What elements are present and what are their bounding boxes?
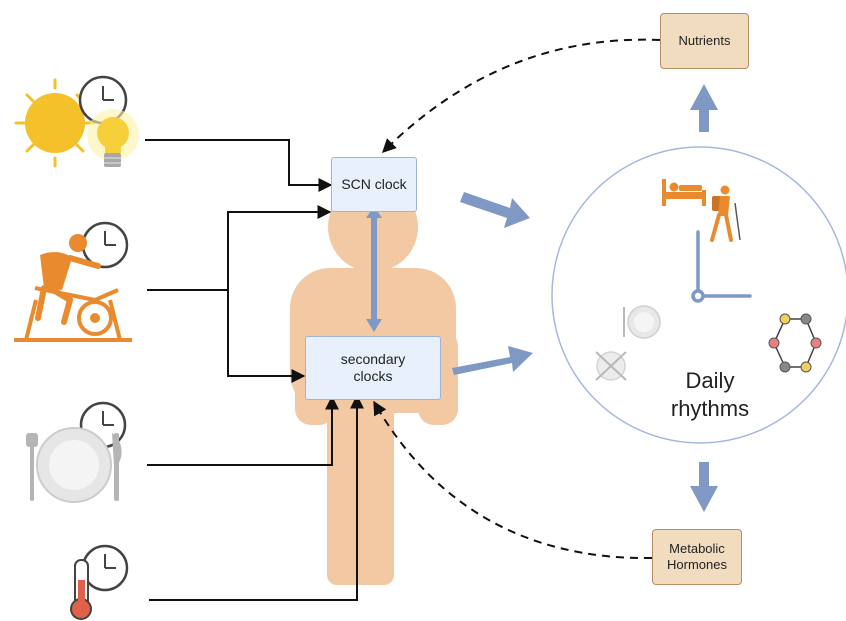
scn-clock-box: SCN clock [331, 157, 417, 212]
daily-rhythms-label: Daily rhythms [640, 367, 780, 423]
secondary-clocks-label-line1: secondary [340, 351, 406, 367]
hiker-icon [710, 185, 741, 242]
crossed-plate-icon [595, 305, 661, 381]
clock-icon [81, 221, 129, 269]
daily-rhythms-label-line1: Daily [685, 368, 735, 393]
blue-arrows [366, 84, 718, 512]
metabolic-hormones-label-line2: Hormones [667, 557, 727, 572]
nutrients-label: Nutrients [678, 33, 731, 48]
daily-rhythms-label-line2: rhythms [670, 396, 750, 421]
light-bulb-icon [87, 109, 139, 167]
nutrients-box: Nutrients [660, 13, 749, 69]
metabolic-hormones-box: Metabolic Hormones [652, 529, 742, 585]
feedback-arrows [373, 38, 661, 560]
metabolic-hormones-label-line1: Metabolic [669, 541, 725, 556]
thermometer-icon [70, 559, 92, 620]
plate-icon [36, 427, 112, 503]
input-arrows [145, 139, 364, 601]
scn-clock-label: SCN clock [341, 176, 407, 192]
secondary-clocks-box: secondary clocks [305, 336, 441, 400]
sun-icon [14, 78, 96, 168]
molecule-ring-icon [768, 313, 822, 373]
bed-icon [662, 179, 706, 206]
cyclist-icon [14, 234, 132, 342]
cutlery-icon [26, 433, 122, 501]
secondary-clocks-label-line2: clocks [353, 368, 393, 384]
clock-hands-icon [691, 230, 752, 303]
clock-icon [81, 544, 129, 592]
